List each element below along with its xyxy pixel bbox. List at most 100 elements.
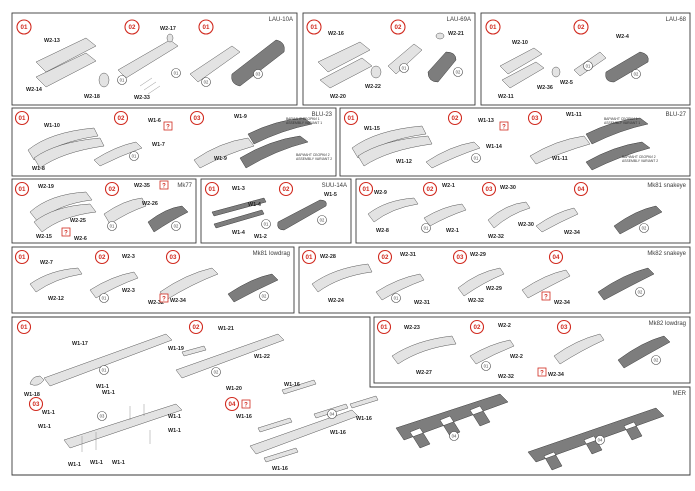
svg-text:03: 03 — [457, 254, 464, 261]
launcher-half-shell-2 — [35, 52, 97, 88]
svg-text:01: 01 — [102, 296, 107, 301]
blu-23-variant-2 — [239, 135, 309, 169]
launcher-tube-assembled — [189, 45, 241, 83]
panel-title: BLU-27 — [666, 112, 687, 118]
part-label: W2-25 — [70, 218, 86, 224]
launcher-tube — [117, 39, 179, 79]
part-label: W1-6 — [148, 118, 161, 124]
warning-box — [499, 121, 509, 131]
launcher-half-shell — [317, 41, 371, 73]
bomb-body — [469, 339, 515, 365]
svg-text:01: 01 — [490, 24, 497, 31]
step-badge-01: 01 — [306, 19, 322, 35]
bomb-half-shell — [391, 335, 457, 365]
svg-text:01: 01 — [381, 324, 388, 331]
part-callout: 01 — [391, 293, 401, 303]
part-label: W1-11 — [552, 156, 568, 162]
warning-box — [163, 121, 173, 131]
panel-mk77: Mk77 01 02 W2-19 W2-25 W2-15 ? W2-6 01 W… — [11, 178, 197, 244]
part-label: W2-19 — [38, 184, 54, 190]
warning-box — [61, 227, 71, 237]
retarder-fin — [457, 267, 505, 297]
part-label: W2-32 — [148, 300, 164, 306]
part-label: W2-21 — [448, 31, 464, 37]
svg-text:01: 01 — [19, 186, 26, 193]
panel-title: LAU-69A — [447, 17, 471, 23]
svg-text:01: 01 — [132, 154, 137, 159]
step-badge-01: 01 — [16, 319, 32, 335]
variant-note: ВАРИАНТ СБОРКИ 2 — [296, 153, 330, 157]
step-badge-02: 02 — [94, 249, 110, 265]
mer-beam — [63, 403, 183, 449]
variant-note: ASSEMBLY VARIANT 2 — [296, 157, 332, 161]
step-badge-02: 02 — [104, 181, 120, 197]
warning-symbol: ? — [544, 295, 548, 301]
part-callout: 01 — [171, 68, 181, 78]
step-badge-01: 01 — [343, 110, 359, 126]
step-badge-01: 01 — [14, 181, 30, 197]
part-callout: 01 — [481, 361, 491, 371]
dispenser-rail — [211, 197, 267, 217]
part-callout: 02 — [201, 77, 211, 87]
part-label: W2-3 — [122, 288, 135, 294]
step-badge-01: 01 — [16, 19, 32, 35]
svg-text:02: 02 — [382, 254, 389, 261]
panel-title: Mk82 snakeye — [647, 251, 686, 257]
svg-text:04: 04 — [553, 254, 560, 261]
lau-10a-pod — [231, 39, 285, 87]
step-badge-02: 02 — [447, 110, 463, 126]
part-label: W1-19 — [168, 346, 184, 352]
step-badge-02: 02 — [113, 110, 129, 126]
step-badge-03: 03 — [28, 396, 44, 412]
step-badge-02: 02 — [377, 249, 393, 265]
svg-text:01: 01 — [474, 156, 479, 161]
part-label: W1-16 — [330, 430, 346, 436]
svg-text:01: 01 — [19, 115, 26, 122]
part-callout: 01 — [261, 219, 271, 229]
part-callout: 02 — [651, 355, 661, 365]
mer-beam — [43, 333, 173, 387]
part-callout: 01 — [99, 293, 109, 303]
part-label: W2-16 — [328, 31, 344, 37]
warning-symbol: ? — [244, 403, 248, 409]
part-label: W2-28 — [320, 254, 336, 260]
part-label: W2-1 — [442, 183, 455, 189]
part-label: W1-17 — [72, 341, 88, 347]
part-callout: 02 — [639, 223, 649, 233]
part-label: W2-27 — [416, 370, 432, 376]
step-badge-02: 02 — [573, 19, 589, 35]
svg-text:01: 01 — [209, 186, 216, 193]
svg-text:02: 02 — [642, 226, 647, 231]
svg-text:01: 01 — [19, 254, 26, 261]
warning-symbol: ? — [502, 125, 506, 131]
panel-mk81-snakeye: Mk81 snakeye 01 02 03 04 W2-9 W2-8 W2-1 … — [355, 178, 691, 244]
step-badge-04: 04 — [548, 249, 564, 265]
mer-beam — [249, 409, 359, 455]
part-label: W2-30 — [518, 222, 534, 228]
part-label: W1-15 — [364, 126, 380, 132]
part-label: W1-1 — [168, 414, 181, 420]
warning-symbol: ? — [162, 297, 166, 303]
svg-text:01: 01 — [402, 66, 407, 71]
svg-text:01: 01 — [21, 24, 28, 31]
panel-mk82-snakeye: Mk82 snakeye 01 02 03 04 W2-28 W2-24 W2-… — [298, 246, 691, 314]
tube-cap — [435, 32, 445, 40]
part-callout: 01 — [117, 75, 127, 85]
part-callout: 02 — [635, 287, 645, 297]
warning-symbol: ? — [64, 231, 68, 237]
svg-text:01: 01 — [21, 324, 28, 331]
part-label: W2-4 — [616, 34, 629, 40]
step-badge-01: 01 — [204, 181, 220, 197]
part-label: W1-9 — [214, 156, 227, 162]
svg-text:01: 01 — [484, 364, 489, 369]
part-label: W1-1 — [42, 410, 55, 416]
part-callout: 01 — [107, 221, 117, 231]
tank-body — [103, 197, 147, 225]
part-label: W1-8 — [32, 166, 45, 172]
launcher-half-shell-2 — [319, 57, 373, 89]
part-label: W2-32 — [498, 374, 514, 380]
part-label: W2-14 — [26, 87, 42, 93]
lau-68-pod — [605, 51, 649, 83]
panel-title: Mk81 snakeye — [647, 183, 686, 189]
blu-23-variant-1 — [247, 117, 313, 145]
